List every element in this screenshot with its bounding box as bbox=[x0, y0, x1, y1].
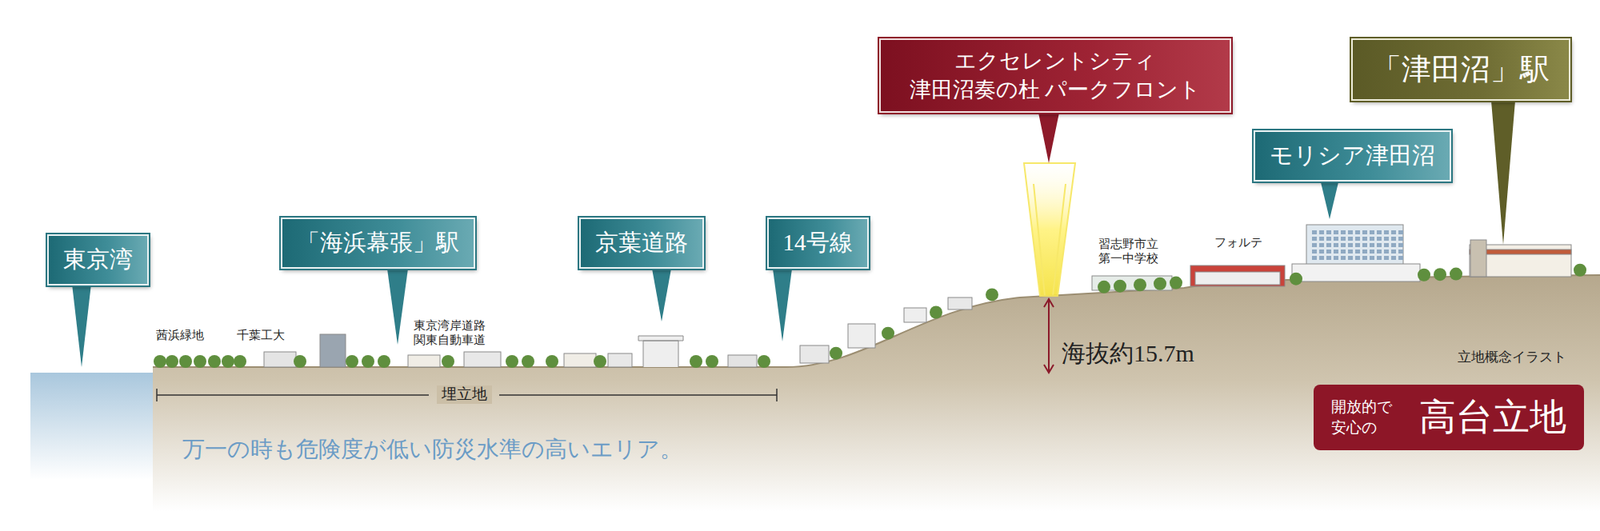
annotation-label: 海抜約15.7m bbox=[1061, 339, 1195, 368]
callout-text: 「海浜幕張」駅 bbox=[296, 227, 460, 260]
annotation-label: 万一の時も危険度が低い防災水準の高いエリア。 bbox=[182, 436, 683, 464]
callout-text: モリシア津田沼 bbox=[1269, 140, 1436, 172]
elevation-arrow bbox=[1044, 299, 1054, 373]
ground-surface bbox=[152, 275, 1600, 368]
windows bbox=[1312, 230, 1404, 260]
callout-box: 「海浜幕張」駅 bbox=[280, 217, 476, 269]
callout-box: 京葉道路 bbox=[579, 217, 704, 269]
annotation-label: フォルテ bbox=[1214, 235, 1263, 250]
callout-text: 京葉道路 bbox=[595, 227, 688, 260]
callout-box: 「津田沼」駅 bbox=[1351, 38, 1571, 101]
annotation-label: 埋立地 bbox=[436, 385, 492, 404]
callout-text: 開放的で 安心の bbox=[1331, 396, 1401, 438]
trees bbox=[153, 264, 1587, 368]
ground-section bbox=[152, 275, 1600, 512]
feature-badge: 開放的で 安心の高台立地 bbox=[1313, 384, 1584, 451]
callout-pointers bbox=[72, 100, 1516, 368]
bay-water bbox=[30, 372, 155, 480]
callout-text: 14号線 bbox=[783, 227, 853, 260]
callout-text: 高台立地 bbox=[1419, 392, 1567, 443]
annotation-label: 千葉工大 bbox=[236, 328, 285, 343]
annotation-label: 習志野市立 第一中学校 bbox=[1092, 236, 1164, 266]
light-beam bbox=[1024, 163, 1076, 296]
callout-text: 「津田沼」駅 bbox=[1372, 49, 1550, 90]
annotation-label: 東京湾岸道路 関東自動車道 bbox=[408, 318, 492, 348]
callout-box: モリシア津田沼 bbox=[1253, 130, 1452, 182]
callout-box: エクセレントシティ 津田沼奏の杜 パークフロント bbox=[879, 38, 1232, 113]
callout-box: 東京湾 bbox=[47, 234, 149, 286]
callout-text: エクセレントシティ 津田沼奏の杜 パークフロント bbox=[893, 46, 1217, 105]
callout-text: 東京湾 bbox=[63, 244, 133, 276]
annotation-label: 茜浜緑地 bbox=[156, 328, 204, 343]
annotation-label: 立地概念イラスト bbox=[1457, 349, 1567, 366]
callout-box: 14号線 bbox=[767, 217, 869, 269]
